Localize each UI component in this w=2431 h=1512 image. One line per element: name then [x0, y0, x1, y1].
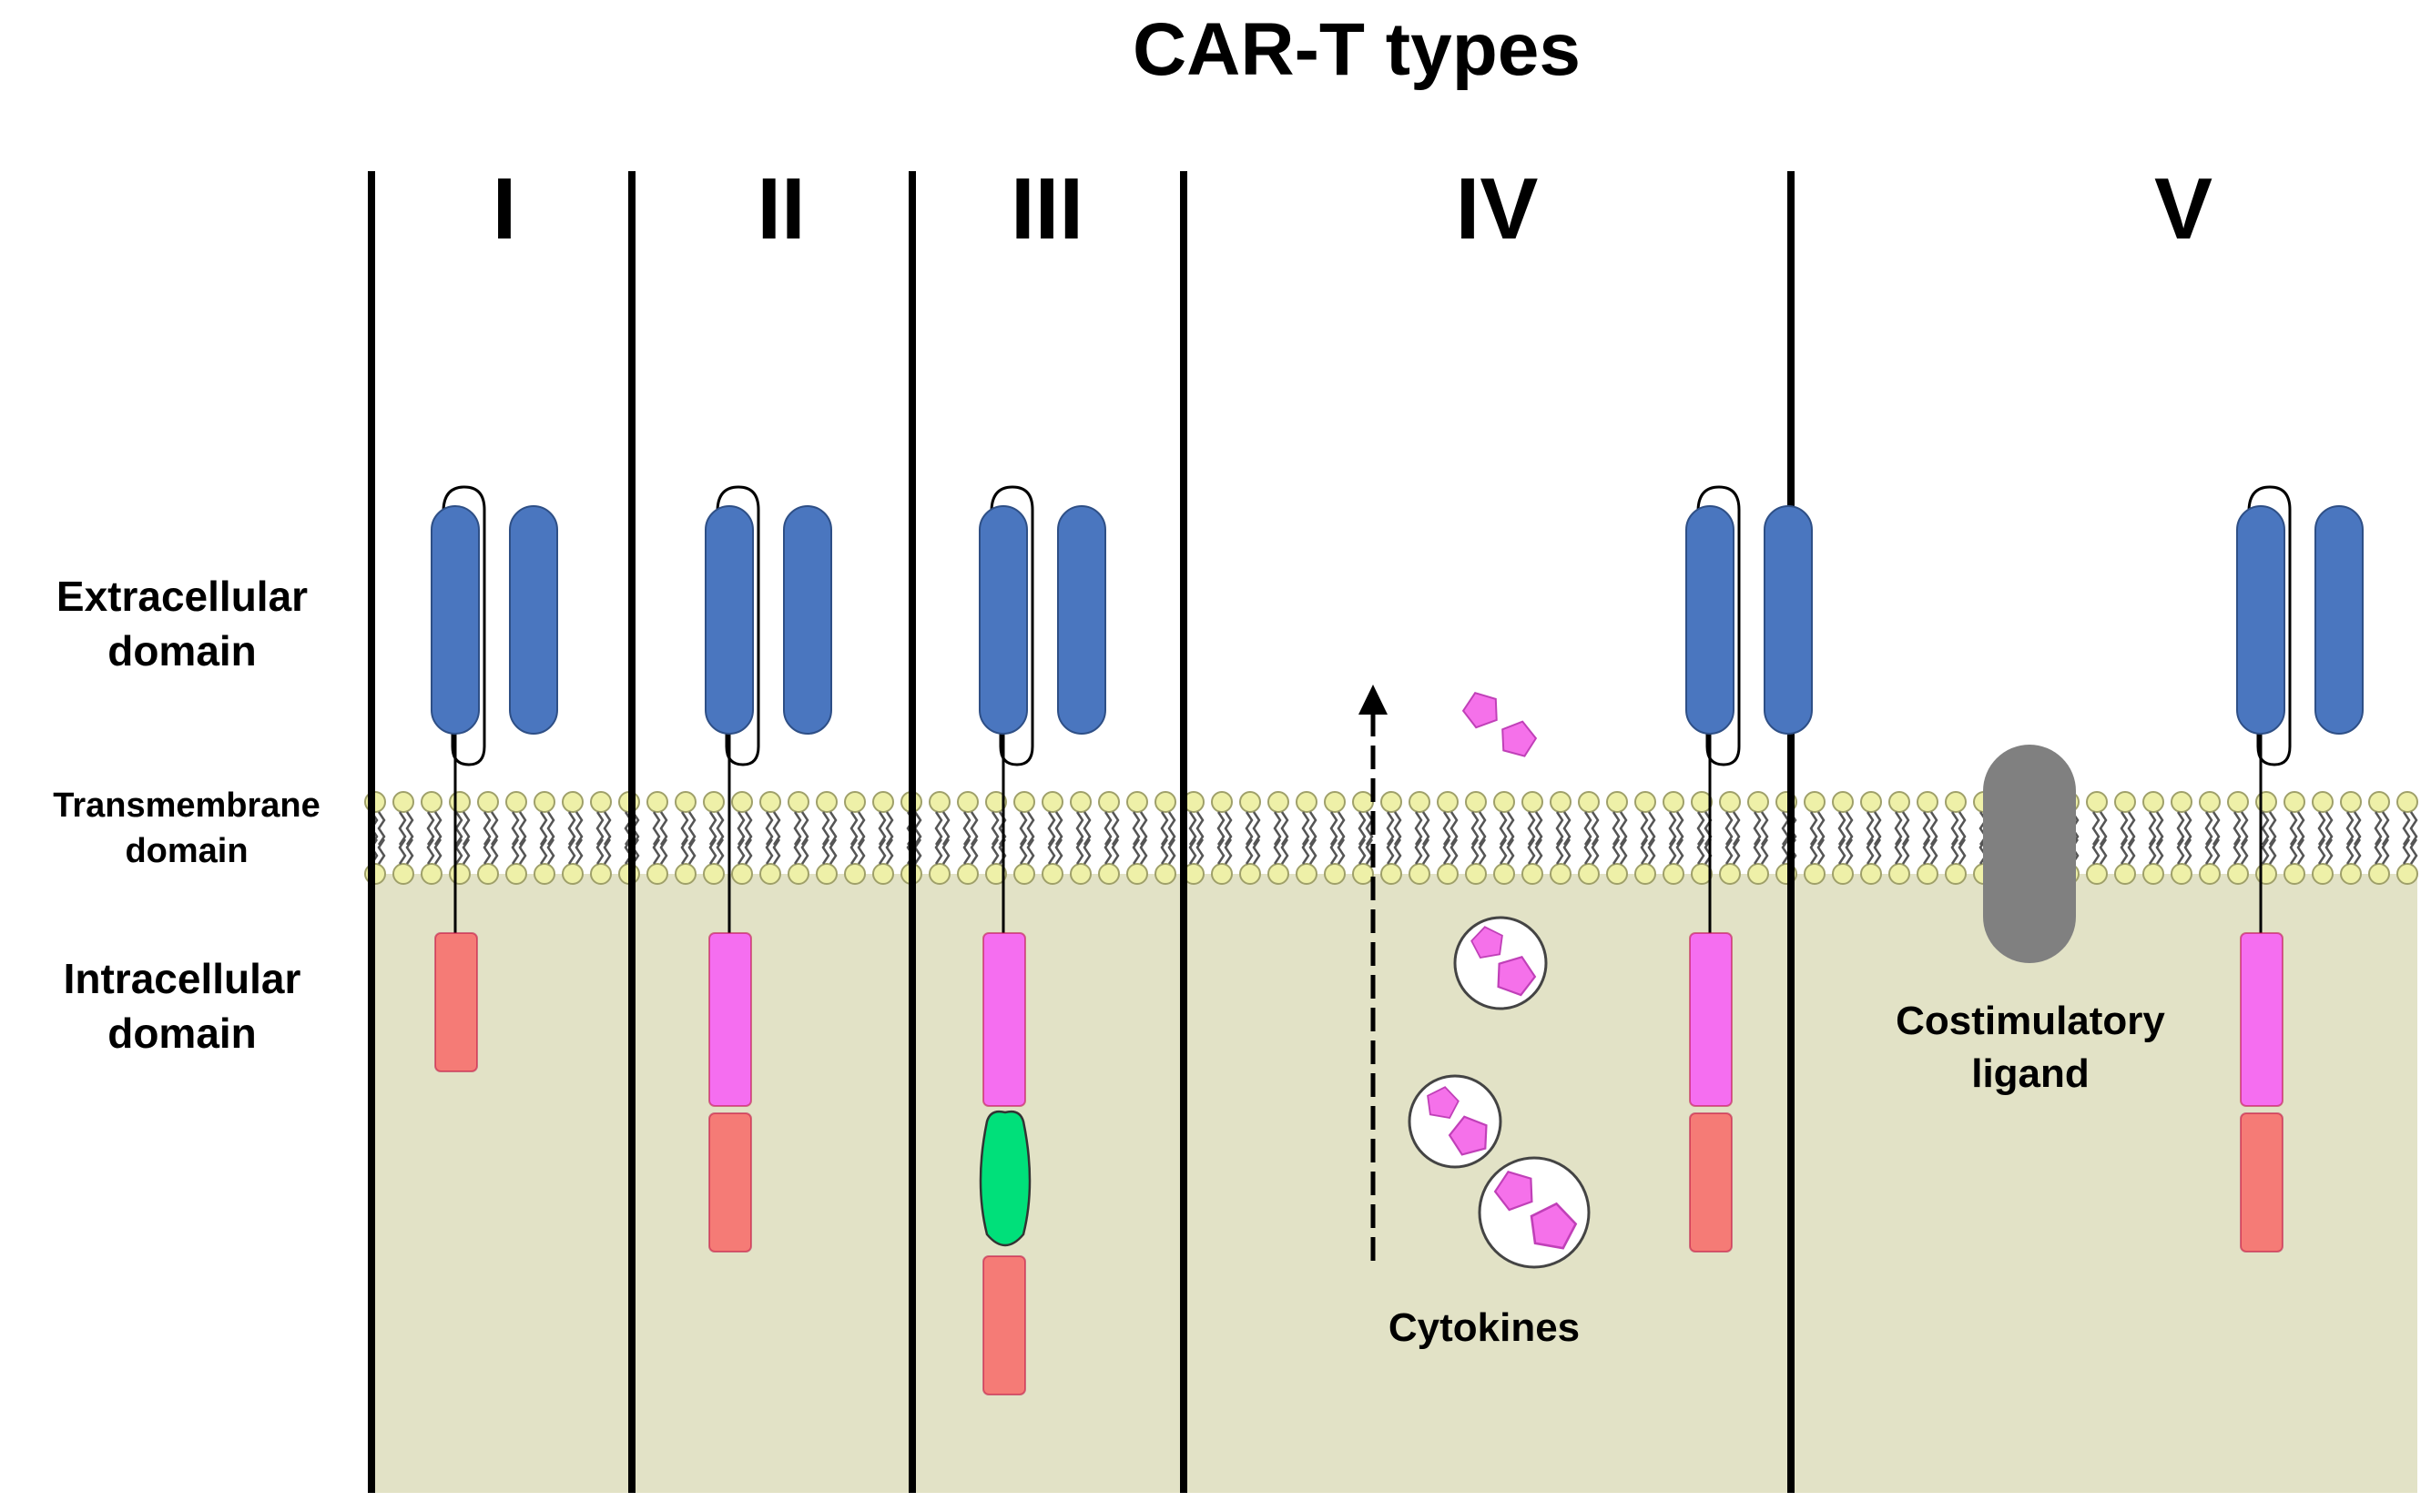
cd28-hinge-green	[979, 1110, 1032, 1247]
transmembrane-line-1: Transmembrane	[53, 786, 320, 825]
panel-numeral-iv: IV	[1455, 160, 1539, 258]
scfv-chain-vl	[1764, 505, 1813, 735]
scfv-chain-vl	[509, 505, 558, 735]
intracellular-line-1: Intracellular	[63, 955, 301, 1002]
costimulatory-line-1: Costimulatory	[1896, 999, 2165, 1043]
lipid-bilayer	[363, 790, 2419, 886]
vesicle-2	[1408, 1074, 1502, 1169]
scfv-chain-vl	[2314, 505, 2364, 735]
signaling-segment-red	[2240, 1112, 2284, 1253]
panel-numeral-v: V	[2153, 160, 2213, 258]
vesicle-3	[1478, 1156, 1591, 1269]
signaling-segment-costimulatory	[434, 932, 478, 1072]
car-receptor-2	[705, 485, 832, 1253]
scfv-chain-vh	[1685, 505, 1734, 735]
costimulatory-ligand	[1983, 745, 2076, 963]
cytokines-label: Cytokines	[1388, 1305, 1581, 1350]
panel-numeral-iii: III	[1010, 160, 1083, 258]
car-receptor-5	[2236, 485, 2364, 1253]
signaling-segment-magenta	[708, 932, 752, 1107]
signaling-segment-red	[1689, 1112, 1733, 1253]
panel-numeral-ii: II	[757, 160, 806, 258]
scfv-chain-vh	[431, 505, 480, 735]
vesicle-1	[1453, 916, 1548, 1010]
scfv-chain-vh	[2236, 505, 2285, 735]
figure-title: CAR-T types	[1132, 8, 1582, 91]
costimulatory-ligand-label: Costimulatory ligand	[1848, 995, 2212, 1101]
car-receptor-1	[431, 485, 558, 1072]
panel-numeral-i: I	[492, 160, 517, 258]
signaling-segment-magenta	[1689, 932, 1733, 1107]
scfv-chain-vh	[705, 505, 754, 735]
cytoplasm-area	[369, 874, 2417, 1493]
extracellular-domain-label: Extracellular domain	[0, 569, 364, 678]
scfv-chain-vl	[783, 505, 832, 735]
signaling-segment-red	[708, 1112, 752, 1253]
released-cytokines	[1458, 685, 1541, 759]
intracellular-line-2: domain	[107, 1010, 257, 1057]
car-receptor-4	[1685, 485, 1813, 1253]
panel-dividers	[368, 171, 1795, 1493]
transmembrane-domain-label: Transmembrane domain	[0, 783, 373, 874]
cytokine-vesicles	[1408, 916, 1591, 1269]
secretion-arrow	[1358, 685, 1388, 1261]
scfv-chain-vh	[979, 505, 1028, 735]
scfv-chain-vl	[1057, 505, 1106, 735]
extracellular-line-2: domain	[107, 627, 257, 675]
car-receptor-3	[979, 485, 1106, 1395]
extracellular-line-1: Extracellular	[56, 573, 309, 620]
costimulatory-line-2: ligand	[1971, 1051, 2090, 1096]
signaling-segment-magenta	[2240, 932, 2284, 1107]
signaling-segment-red	[982, 1255, 1026, 1395]
intracellular-domain-label: Intracellular domain	[0, 951, 364, 1060]
transmembrane-line-2: domain	[125, 832, 249, 870]
signaling-segment-magenta	[982, 932, 1026, 1107]
